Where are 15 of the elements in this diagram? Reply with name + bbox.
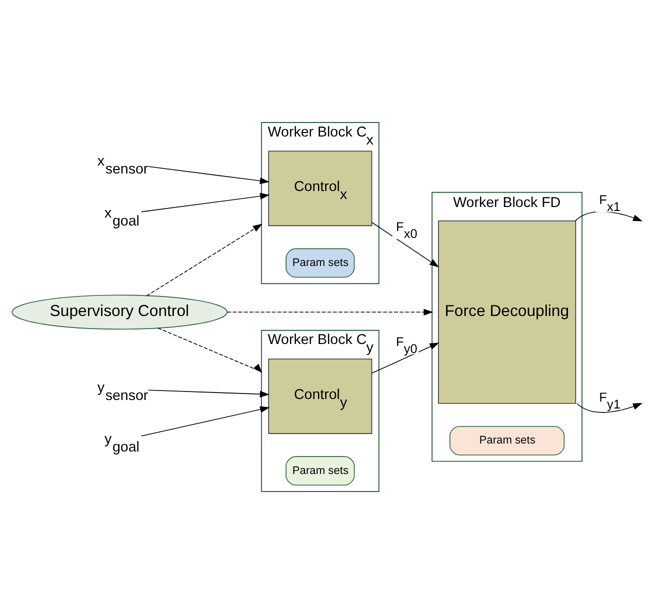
arrow [157, 327, 262, 373]
arrow [371, 221, 440, 267]
arrow [371, 342, 440, 374]
node-box: Param sets [286, 456, 355, 486]
arrow [226, 308, 434, 315]
node-ellipse: Supervisory Control [12, 294, 228, 330]
node-box: Force Decoupling [438, 220, 576, 404]
arrow [576, 402, 643, 412]
arrow [140, 406, 270, 436]
arrow [140, 192, 270, 212]
arrow [148, 389, 270, 397]
node-box: Param sets [450, 426, 565, 455]
arrow [148, 166, 270, 184]
node-box: Param sets [286, 248, 355, 278]
arrow [146, 223, 262, 296]
